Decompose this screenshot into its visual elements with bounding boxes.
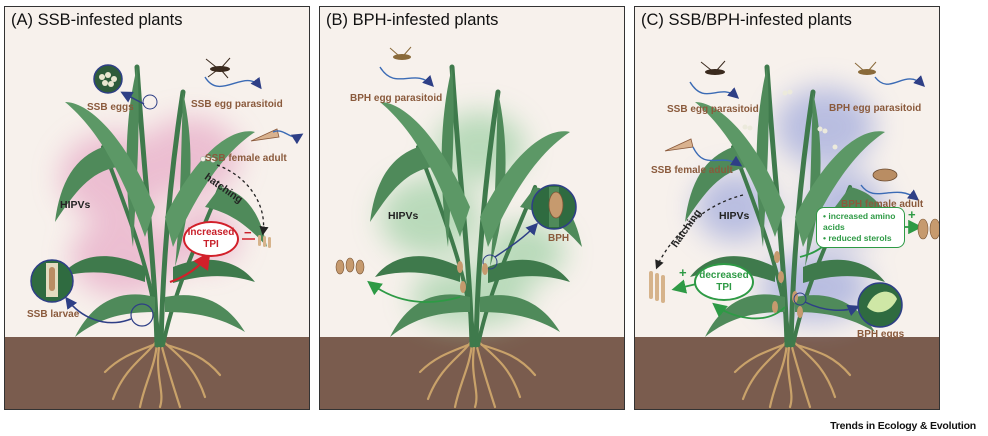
panel-b-title: (B) BPH-infested plants	[326, 11, 499, 29]
hipvs-label: HIPVs	[388, 210, 419, 222]
ssb-female-moth	[250, 128, 280, 142]
panel-ssb-bph: (C) SSB/BPH-infested plants SSB egg para…	[634, 6, 940, 410]
panel-a-art	[30, 57, 304, 410]
panel-b-art	[335, 46, 625, 410]
ssb-egg-parasitoid-label: SSB egg parasitoid	[667, 104, 759, 115]
larvae-icon	[649, 271, 665, 303]
ssb-parasitoid-wasp	[700, 60, 726, 75]
hatching-arrow	[216, 164, 269, 236]
plus-sign-bph: +	[908, 207, 916, 222]
panel-bph: (B) BPH-infested plants BPH egg parasito…	[319, 6, 625, 410]
ssb-female-adult-label: SSB female adult	[205, 153, 287, 164]
journal-credit: Trends in Ecology & Evolution	[830, 420, 976, 432]
plus-sign-ssb: +	[679, 265, 687, 280]
ssb-egg-parasitoid-label: SSB egg parasitoid	[191, 99, 283, 110]
bph-label: BPH	[548, 233, 570, 244]
ssb-female-adult-label: SSB female adult	[651, 165, 733, 176]
bph-female-adult-label: BPH female adult	[841, 199, 924, 210]
tpi-line-2: TPI	[203, 239, 219, 250]
arrow-to-eggs	[120, 91, 145, 105]
hatching-arrow	[655, 194, 744, 270]
ssb-larvae-label: SSB larvae	[27, 309, 80, 320]
bph-parasitoid-wasp	[854, 61, 877, 75]
bph-nymphs	[335, 257, 365, 275]
amino-acids-text: • increased amino acids	[823, 211, 896, 232]
bph-eggs-label: BPH eggs	[857, 329, 905, 340]
panel-c-title: (C) SSB/BPH-infested plants	[641, 11, 852, 29]
decreased-tpi-oval: decreased TPI	[694, 263, 754, 301]
minus-sign: −	[244, 225, 252, 240]
ssb-eggs-zoom	[93, 64, 123, 94]
bph-egg-parasitoid-label: BPH egg parasitoid	[350, 93, 443, 104]
increased-tpi-oval: increased TPI	[183, 221, 239, 257]
parasitoid-wasp	[389, 46, 412, 60]
arrow-to-tpi	[169, 251, 211, 284]
tpi-line-1: decreased	[699, 270, 749, 281]
bph-egg-parasitoid-label: BPH egg parasitoid	[829, 103, 922, 114]
sterols-text: • reduced sterols	[823, 233, 892, 243]
nutrient-change-box: • increased amino acids • reduced sterol…	[816, 207, 905, 248]
hipvs-label: HIPVs	[719, 210, 750, 222]
parasitoid-wasp	[205, 57, 231, 79]
larvae-icon	[258, 235, 271, 248]
tpi-line-1: increased	[187, 227, 235, 238]
panel-ssb: (A) SSB-infested plants SSB eggs SSB egg…	[4, 6, 310, 410]
bph-adults	[917, 218, 939, 240]
hipvs-label: HIPVs	[60, 199, 91, 211]
tpi-line-2: TPI	[716, 282, 732, 293]
ssb-eggs-label: SSB eggs	[87, 102, 134, 113]
bph-female	[872, 168, 898, 182]
ssb-female-moth	[664, 138, 694, 152]
panel-a-title: (A) SSB-infested plants	[11, 11, 183, 29]
panel-c-art	[649, 60, 939, 410]
